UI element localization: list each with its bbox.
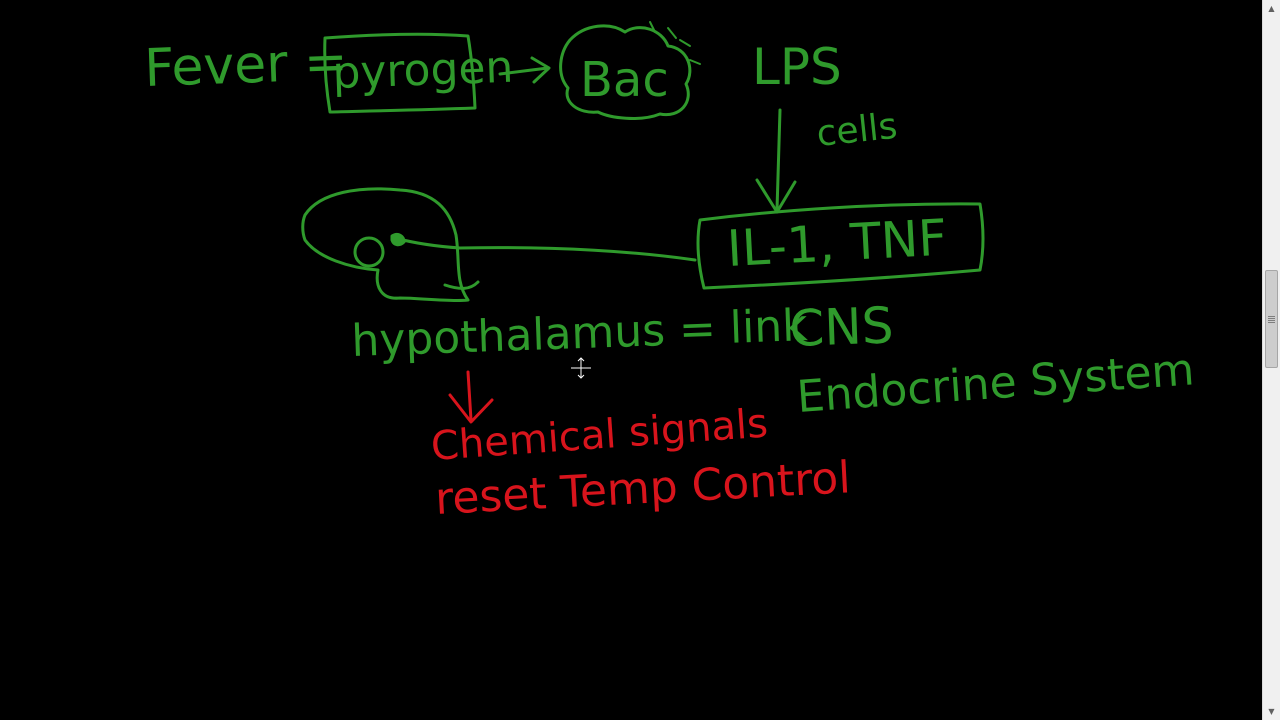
label-lps: LPS: [752, 38, 842, 96]
arrow-hypothalamus-to-signals: [466, 370, 473, 422]
scrollbar-grip-icon: [1268, 315, 1275, 323]
bac-spike-1: [649, 21, 656, 33]
label-il1-tnf: IL-1, TNF: [726, 209, 949, 278]
brain-stem: [443, 280, 480, 290]
pyrogen-box: [323, 32, 477, 114]
bac-cloud: [559, 24, 692, 120]
il1-tnf-box: [696, 202, 985, 290]
bac-spike-2: [667, 27, 677, 39]
hypothalamus-circle: [353, 236, 385, 268]
scroll-down-arrow[interactable]: ▼: [1263, 703, 1280, 720]
bac-spike-4: [689, 59, 701, 65]
label-bac: Bac: [580, 52, 669, 108]
label-pyrogen: pyrogen: [332, 42, 515, 99]
label-hypothalamus: hypothalamus = link: [351, 300, 809, 367]
label-cells: cells: [815, 106, 900, 155]
arrow-pyrogen-to-bac: [498, 66, 550, 76]
bac-spike-3: [679, 39, 691, 47]
line-il1-to-hypothalamus: [393, 236, 697, 262]
scroll-up-arrow[interactable]: ▲: [1263, 0, 1280, 17]
arrowhead-hypothalamus-to-signals: [448, 393, 494, 424]
crosshair-move-cursor: [571, 357, 591, 379]
label-fever: Fever =: [143, 32, 348, 99]
brain-outline: [301, 187, 470, 303]
hypothalamus-dot: [390, 232, 406, 247]
label-cns: CNS: [788, 296, 894, 358]
vertical-scrollbar[interactable]: ▲ ▼: [1262, 0, 1280, 720]
label-endocrine: Endocrine System: [795, 344, 1196, 423]
scrollbar-thumb[interactable]: [1265, 270, 1278, 368]
arrow-lps-to-il1: [775, 108, 782, 212]
arrowhead-pyrogen-to-bac: [530, 56, 551, 84]
